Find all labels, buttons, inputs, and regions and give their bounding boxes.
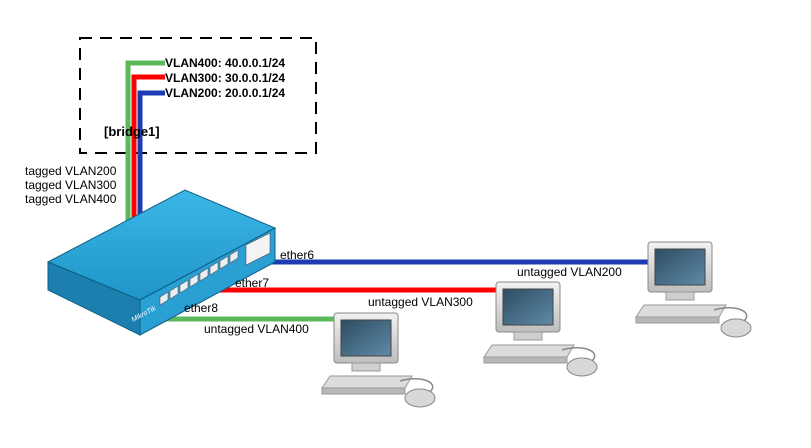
- bridge-label: [bridge1]: [104, 124, 160, 139]
- untagged-vlan400-label: untagged VLAN400: [204, 322, 309, 336]
- vlan300-line: [131, 74, 165, 222]
- untagged-vlan300-label: untagged VLAN300: [368, 295, 473, 309]
- switch-device: MikroTik: [46, 189, 277, 336]
- ether8-label: ether8: [184, 301, 219, 315]
- ether6-label: ether6: [280, 248, 315, 262]
- tagged-vlan300-label: tagged VLAN300: [25, 178, 117, 192]
- ether7-label: ether7: [235, 276, 270, 290]
- vlan400-label: VLAN400: 40.0.0.1/24: [165, 56, 286, 70]
- bridge-box: [79, 37, 317, 154]
- vlan200-label: VLAN200: 20.0.0.1/24: [165, 86, 286, 100]
- pc-vlan400: [321, 312, 436, 408]
- vlan400-line: [125, 60, 165, 222]
- pc-vlan200: [635, 241, 752, 338]
- vlan300-label: VLAN300: 30.0.0.1/24: [165, 71, 286, 85]
- pc-vlan300: [483, 281, 598, 377]
- tagged-vlan400-label: tagged VLAN400: [25, 192, 117, 206]
- untagged-vlan200-label: untagged VLAN200: [517, 265, 622, 279]
- vlan200-line: [137, 90, 165, 222]
- tagged-vlan200-label: tagged VLAN200: [25, 164, 117, 178]
- switch-ports: [159, 249, 239, 306]
- vlan-interface-lines: [125, 60, 165, 222]
